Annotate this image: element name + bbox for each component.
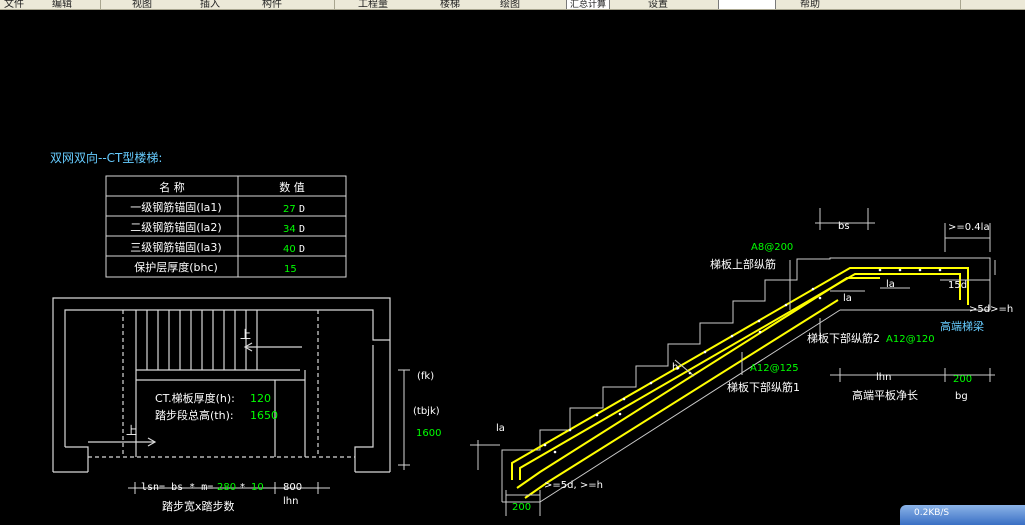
toolbar-item[interactable]: 帮助 xyxy=(800,0,820,10)
table-cell-unit: D xyxy=(299,244,305,255)
stair-section xyxy=(501,257,991,503)
table-header-name: 名 称 xyxy=(159,180,185,194)
cad-drawing: 双网双向--CT型楼梯: 名 称 数 值 一级钢筋锚固(la1) 27 D 二级… xyxy=(50,150,1013,516)
plan-thickness-value[interactable]: 120 xyxy=(250,392,271,405)
toolbar-separator xyxy=(100,0,101,9)
plan-tbjk-value[interactable]: 1600 xyxy=(416,428,441,439)
toolbar-item[interactable]: 绘图 xyxy=(500,0,520,10)
section-bg-value[interactable]: 200 xyxy=(953,374,972,385)
toolbar-item[interactable]: 插入 xyxy=(200,0,220,10)
table-header-value: 数 值 xyxy=(279,181,305,194)
section-la-label-bottom: la xyxy=(496,423,505,434)
toolbar-separator xyxy=(960,0,961,9)
table-cell-unit: D xyxy=(299,224,305,235)
plan-up-label: 上 xyxy=(126,424,137,437)
toolbar-item[interactable]: 楼梯 xyxy=(440,0,460,10)
section-beam-label: 高端梯梁 xyxy=(940,319,984,333)
section-landing-label: 高端平板净长 xyxy=(852,388,918,402)
toolbar: 文件 编辑 视图 插入 构件 工程量 楼梯 绘图 汇总计算 设置 帮助 xyxy=(0,0,1025,10)
drawing-title: 双网双向--CT型楼梯: xyxy=(50,150,162,165)
plan-height-label: 踏步段总高(th): xyxy=(155,408,234,422)
network-speed: 0.2KB/S xyxy=(914,508,950,518)
plan-tbjk-label: (tbjk) xyxy=(413,406,440,417)
section-bottom-bar1-label: 梯板下部纵筋1 xyxy=(727,380,800,394)
section-15d-label: 15d xyxy=(948,280,967,291)
section-bottom-bar2-label: 梯板下部纵筋2 xyxy=(807,331,880,345)
section-a8-label[interactable]: A8@200 xyxy=(751,242,793,253)
section-la-label: la xyxy=(886,279,895,290)
table-cell-name: 保护层厚度(bhc) xyxy=(134,260,218,274)
section-a12-120-label[interactable]: A12@120 xyxy=(886,334,935,345)
section-a12-125-label[interactable]: A12@125 xyxy=(750,363,799,374)
plan-m-value[interactable]: 10 xyxy=(251,482,264,493)
params-table xyxy=(105,175,347,278)
plan-lhn-label: lhn xyxy=(283,496,298,507)
toolbar-item[interactable]: 构件 xyxy=(262,0,282,10)
section-la-label: la xyxy=(843,293,852,304)
table-cell-value[interactable]: 15 xyxy=(284,264,297,275)
toolbar-item[interactable]: 视图 xyxy=(132,0,152,10)
plan-up-label: 上 xyxy=(240,328,251,341)
plan-bottom-dimension xyxy=(128,482,330,494)
stair-plan xyxy=(52,297,391,473)
leader-lines xyxy=(470,208,996,516)
toolbar-item[interactable]: 工程量 xyxy=(358,0,388,10)
plan-times: * xyxy=(240,482,245,493)
network-speed-badge: 0.2KB/S xyxy=(900,505,1025,525)
plan-lsn-label: lsn= bs * m= xyxy=(141,482,213,493)
toolbar-item[interactable]: 文件 xyxy=(4,0,24,10)
plan-bs-value[interactable]: 280 xyxy=(217,482,236,493)
section-top-bar-label: 梯板上部纵筋 xyxy=(710,257,776,271)
plan-height-value[interactable]: 1650 xyxy=(250,409,278,422)
table-cell-value[interactable]: 40 xyxy=(283,244,296,255)
section-bs-label: bs xyxy=(838,221,850,232)
table-cell-value[interactable]: 34 xyxy=(283,224,296,235)
section-5d-label-bottom: >=5d, >=h xyxy=(544,480,603,491)
plan-thickness-label: CT.梯板厚度(h): xyxy=(155,391,235,405)
section-5d-label-right: >5d>=h xyxy=(969,304,1013,315)
toolbar-combo[interactable] xyxy=(718,0,776,9)
toolbar-separator xyxy=(334,0,335,9)
section-base-width[interactable]: 200 xyxy=(512,502,531,513)
table-cell-value[interactable]: 27 xyxy=(283,204,296,215)
section-h-label: h xyxy=(672,362,678,373)
plan-fk-label: (fk) xyxy=(417,371,434,382)
table-cell-name: 三级钢筋锚固(la3) xyxy=(130,240,221,254)
table-cell-name: 二级钢筋锚固(la2) xyxy=(130,220,221,234)
plan-side-dimension xyxy=(398,369,410,470)
section-top-dim-label: >=0.4la xyxy=(948,222,990,233)
toolbar-item[interactable]: 设置 xyxy=(648,0,668,10)
section-bg-label: bg xyxy=(955,391,968,402)
toolbar-item[interactable]: 汇总计算 xyxy=(566,0,611,9)
table-cell-unit: D xyxy=(299,204,305,215)
plan-lhn-value[interactable]: 800 xyxy=(283,482,302,493)
table-cell-name: 一级钢筋锚固(la1) xyxy=(130,200,221,214)
section-lhn-label: lhn xyxy=(876,372,891,383)
toolbar-item[interactable]: 编辑 xyxy=(52,0,72,10)
plan-step-caption: 踏步宽x踏步数 xyxy=(162,499,235,513)
